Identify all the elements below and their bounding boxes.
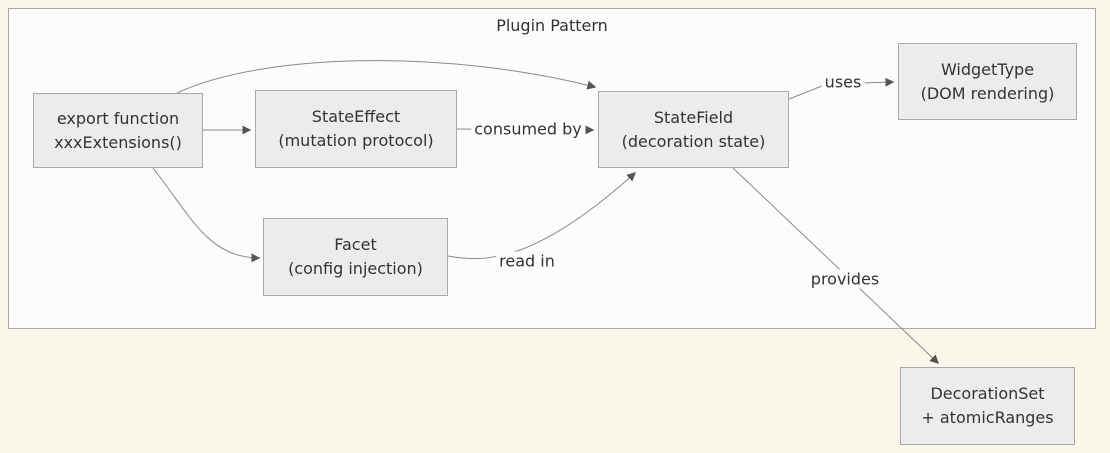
node-label-line: + atomicRanges (921, 408, 1054, 427)
node-state-effect: StateEffect (mutation protocol) (255, 90, 457, 168)
edge-label-provides: provides (807, 269, 883, 289)
node-export-function: export function xxxExtensions() (33, 93, 203, 168)
node-widget-type: WidgetType (DOM rendering) (898, 43, 1077, 120)
node-label-line: StateEffect (311, 107, 401, 126)
node-label-line: export function (56, 108, 180, 128)
node-label-line: (config injection) (288, 259, 423, 278)
node-decoration-set: DecorationSet + atomicRanges (900, 367, 1075, 445)
node-label-line: DecorationSet (930, 384, 1045, 403)
edge-label-read-in: read in (496, 251, 558, 271)
cluster-title: Plugin Pattern (496, 16, 608, 35)
node-state-field: StateField (decoration state) (598, 91, 789, 168)
node-label-line: WidgetType (940, 59, 1035, 79)
edge-label-uses: uses (821, 72, 865, 92)
node-label-line: xxxExtensions() (54, 132, 182, 152)
node-label-line: Facet (334, 235, 377, 254)
node-label-line: (DOM rendering) (920, 83, 1055, 103)
edge-label-consumed-by: consumed by (471, 119, 585, 139)
node-label-line: StateField (653, 107, 734, 127)
node-label-line: (mutation protocol) (278, 131, 434, 150)
node-label-line: (decoration state) (621, 131, 766, 151)
node-facet: Facet (config injection) (263, 218, 448, 296)
